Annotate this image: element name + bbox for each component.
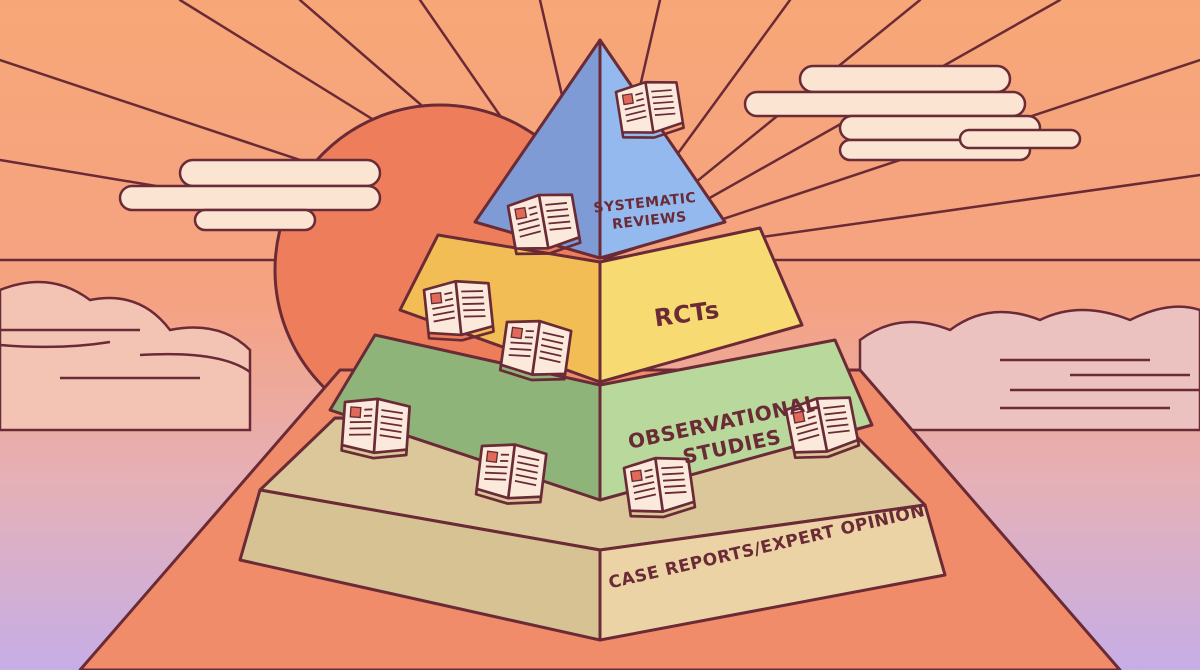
tier-rcts-right xyxy=(598,226,804,384)
cloud-left xyxy=(118,158,382,232)
tier-base-front-right xyxy=(598,503,947,642)
cloud-bank-right xyxy=(858,305,1200,432)
open-book-icon xyxy=(498,315,574,386)
open-book-icon xyxy=(474,439,549,509)
open-book-icon xyxy=(422,276,496,346)
cloud-bank-left xyxy=(0,280,252,432)
cloud-right xyxy=(743,64,1082,162)
